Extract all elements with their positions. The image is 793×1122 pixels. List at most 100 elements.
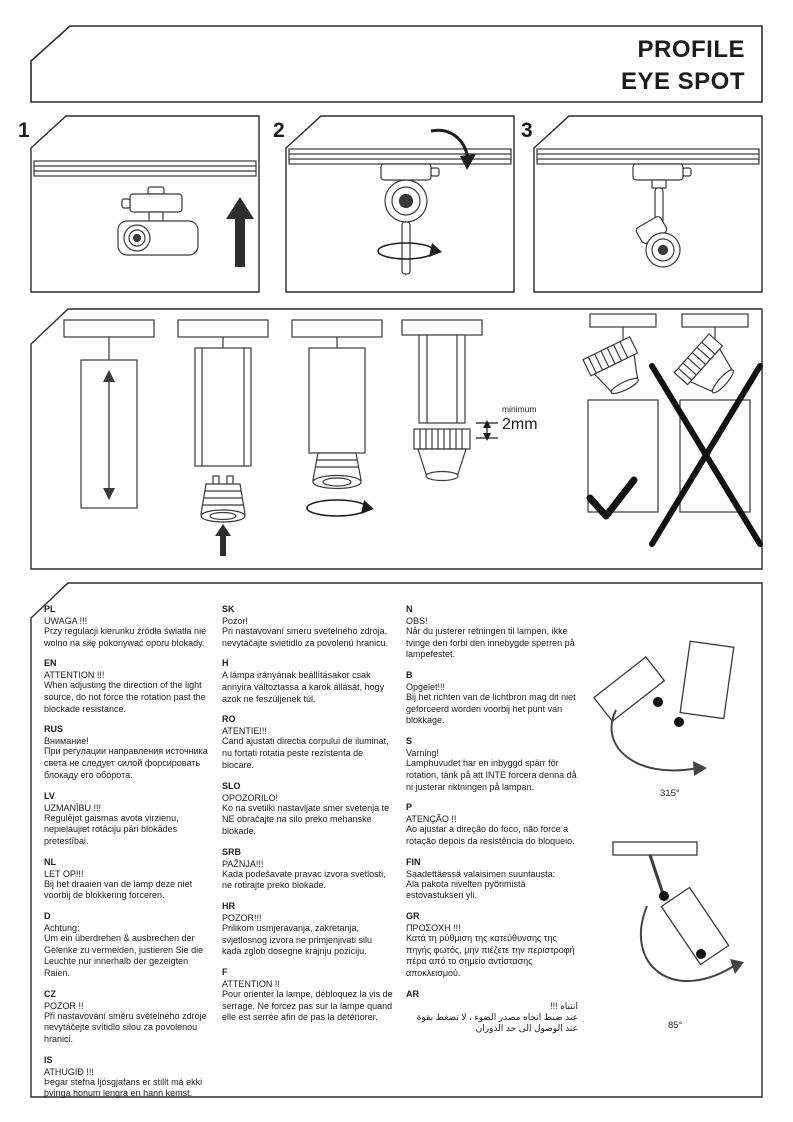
angle-85-label: 85° <box>668 1020 683 1031</box>
warning-body: When adjusting the direction of the ligh… <box>44 680 206 714</box>
warning-p: P ATENÇÃO !! Ao ajustar a direção do foc… <box>406 802 578 847</box>
warning-title: ATHUGIÐ !!! <box>44 1066 94 1077</box>
lang-code: RUS <box>44 724 64 735</box>
step2-illustration <box>288 128 512 275</box>
joint-dot <box>653 697 663 707</box>
ceiling-plate <box>612 841 698 856</box>
warning-cz: CZ POZOR !! Při nastavování směru světel… <box>44 989 208 1046</box>
lamp-head <box>592 656 666 723</box>
joint-dot <box>659 891 669 901</box>
rotation-arrow <box>610 709 699 772</box>
warning-is: IS ATHUGIÐ !!! Þegar stefna ljósgjafans … <box>44 1055 208 1100</box>
warning-title: ΠΡΟΣΟΧΗ !!! <box>406 922 461 933</box>
track-adapter <box>632 163 692 189</box>
warning-title: UZMANĪBU !!! <box>44 802 102 813</box>
lang-code: CZ <box>44 988 56 999</box>
figure-correct <box>582 313 659 520</box>
warning-body: Um ein überdrehen & ausbrechen der Gelen… <box>44 932 204 978</box>
step3-border <box>533 115 763 293</box>
ceiling-track <box>33 160 257 177</box>
lang-code: B <box>406 670 413 681</box>
arrow-up-icon <box>226 197 254 267</box>
lang-code: H <box>222 658 229 669</box>
adjustment-border <box>30 308 763 570</box>
rotation-arrow <box>640 905 738 982</box>
warning-ro: RO ATENTIE!!! Cand ajustati directia cor… <box>222 714 394 771</box>
step-panel-2: 2 <box>273 115 515 293</box>
warning-title: OPOZORILO! <box>222 792 279 803</box>
rotation-diagram-85 <box>612 841 744 982</box>
step-panel-3: 3 <box>521 115 763 293</box>
page-title: PROFILE EYE SPOT <box>621 34 745 99</box>
warning-title: PAŽNJA!!! <box>222 858 264 869</box>
lamp-head <box>660 886 730 966</box>
arrow-up-icon <box>103 370 115 382</box>
warning-srb: SRB PAŽNJA!!! Kada podešavate pravac izv… <box>222 847 394 892</box>
warning-body: Κατά τη ρύθμιση της κατεύθυνσης της πηγή… <box>406 932 575 978</box>
warning-body: Prilikom usmjeravanja, zakretanja, svjet… <box>222 922 373 957</box>
lang-code: AR <box>406 988 419 999</box>
step3-illustration <box>536 148 760 268</box>
adjustment-illustration <box>63 313 763 556</box>
lang-code: FIN <box>406 856 421 867</box>
warning-body: Lamphuvudet har en inbyggd spärr för rot… <box>406 758 577 792</box>
warning-nl: NL LET OP!!! Bij het draaien van de lamp… <box>44 857 208 902</box>
lang-code: P <box>406 802 413 813</box>
warning-title: Внимание! <box>44 736 89 747</box>
lang-code: HR <box>222 900 235 911</box>
warning-d: D Achtung: Um ein überdrehen & ausbreche… <box>44 911 208 980</box>
track-adapter <box>380 163 440 181</box>
warning-sk: SK Pozor! Pri nastavovaní smeru svetelné… <box>222 604 394 649</box>
step-number-1: 1 <box>18 119 30 142</box>
lang-code: LV <box>44 790 55 801</box>
checkmark-icon <box>586 476 638 520</box>
warning-body: Regulējot gaismas avota virzienu, nepieļ… <box>44 812 179 846</box>
dimension-label: minimum <box>502 404 537 414</box>
warning-body: Ko na svetilki nastavljate smer svetenja… <box>222 802 390 836</box>
warnings-border <box>30 582 763 1098</box>
warning-h: H A lámpa irányának beállításakor csak a… <box>222 658 394 705</box>
warning-title: OBS! <box>406 616 428 626</box>
warning-title: ATTENTION !!! <box>44 670 105 681</box>
lang-code: SK <box>222 604 235 614</box>
warning-body: Pri nastavovaní smeru svetelného zdroja,… <box>222 626 389 648</box>
warnings-column-3: N OBS! Når du justerer retningen til lam… <box>406 604 578 1044</box>
figure-slide <box>63 319 155 509</box>
warning-body: Pour orienter la lampe, débloquez la vis… <box>222 989 393 1023</box>
warning-body: Þegar stefna ljósgjafans er stillt má ek… <box>44 1076 203 1099</box>
warnings-panel: PL UWAGA !!! Przy regulacji kierunku źró… <box>30 582 763 1098</box>
warning-body: Ao ajustar a direção do foco, não force … <box>406 824 575 846</box>
step-number-2: 2 <box>273 119 285 142</box>
arrow-down-icon <box>103 488 115 500</box>
lang-code: F <box>222 967 228 977</box>
lang-code: SLO <box>222 780 241 791</box>
rotate-lock-arrow-icon <box>430 128 476 170</box>
page-title-line1: PROFILE <box>637 36 745 63</box>
warning-body: При регулации направления источника свет… <box>44 746 208 780</box>
warning-title: انتباه !!! <box>550 1000 578 1011</box>
finned-head <box>413 428 471 482</box>
lang-code: S <box>406 736 413 747</box>
warning-title: Opgelet!!! <box>406 682 446 693</box>
warning-hr: HR POZOR!!! Prilikom usmjeravanja, zakre… <box>222 901 394 958</box>
dimension-marks <box>476 420 498 441</box>
finned-head <box>582 336 639 395</box>
ceiling-track <box>288 148 512 165</box>
rotation-diagram-315 <box>592 640 735 776</box>
warning-title: Achtung: <box>44 922 80 933</box>
track-adapter <box>121 186 183 222</box>
warning-title: LET OP!!! <box>44 868 84 879</box>
figure-wrong <box>649 313 763 547</box>
warning-body: Bij het richten van de lichtbron mag dit… <box>406 692 576 726</box>
warning-body: Cand ajustati directia corpului de ilumi… <box>222 736 389 770</box>
warning-f: F ATTENTION !! Pour orienter la lampe, d… <box>222 967 394 1024</box>
spot-head <box>635 216 681 268</box>
warnings-column-1: PL UWAGA !!! Przy regulacji kierunku źró… <box>44 604 208 1109</box>
warning-rus: RUS Внимание! При регулации направления … <box>44 724 208 781</box>
header-border <box>30 25 763 103</box>
warning-body: Przy regulacji kierunku źródła światła n… <box>44 626 207 648</box>
page-title-line2: EYE SPOT <box>620 68 745 96</box>
step1-illustration <box>33 160 257 267</box>
warning-body: Při nastavování směru světelného zdroje … <box>44 1010 207 1045</box>
